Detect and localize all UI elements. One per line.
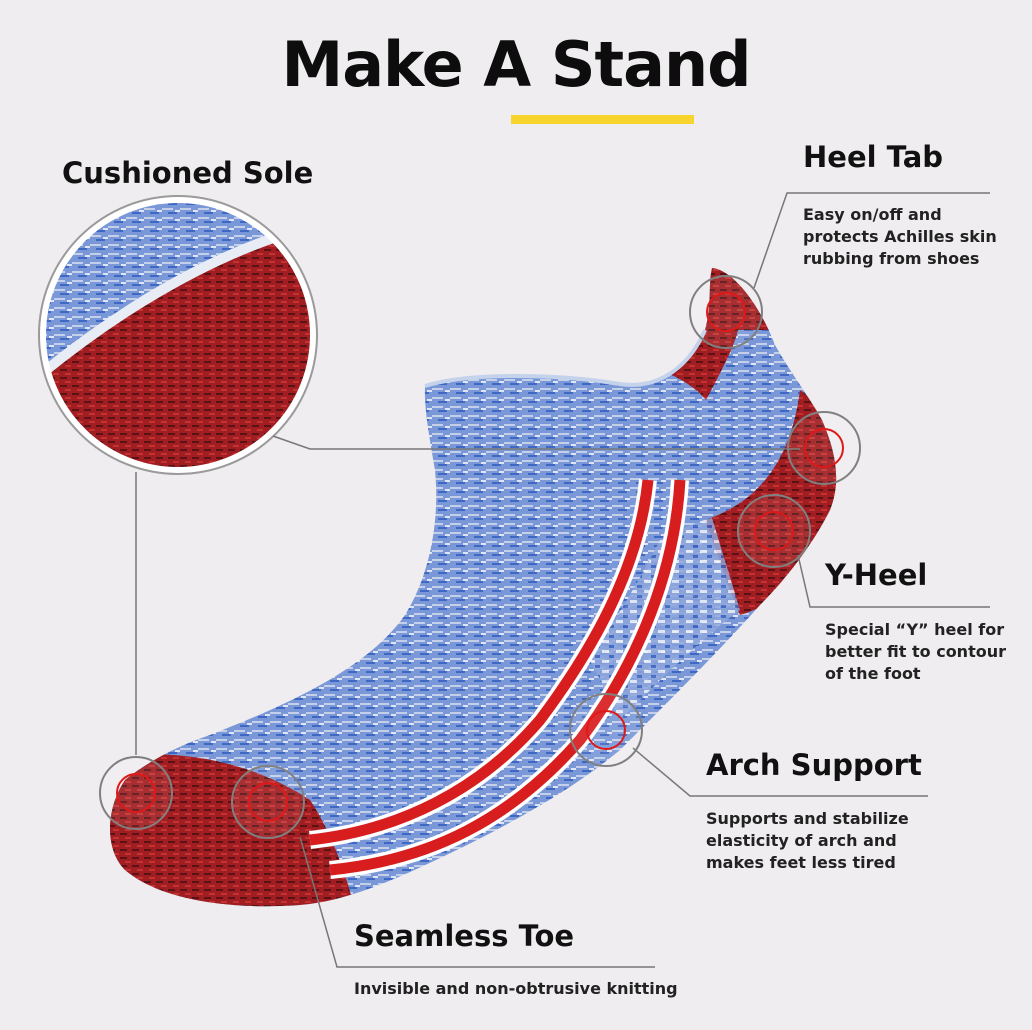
y-heel-marker: [737, 494, 811, 568]
arch-support-description: Supports and stabilize elasticity of arc…: [706, 809, 909, 872]
cushioned-sole-leader: [272, 435, 800, 450]
y-heel-leader: [797, 554, 990, 608]
arch-support-title: Arch Support: [706, 748, 922, 782]
y-heel-title: Y-Heel: [825, 558, 928, 592]
title-underline: [511, 115, 694, 124]
y-heel-description: Special “Y” heel for better fit to conto…: [825, 620, 1006, 683]
leader-lines: [135, 192, 990, 968]
heel-tab-title: Heel Tab: [803, 140, 944, 174]
heel-marker: [787, 411, 861, 485]
seamless-toe-leader: [299, 836, 655, 968]
arch-support-marker: [569, 693, 643, 767]
heel-tab-marker: [689, 275, 763, 349]
seamless-toe-description: Invisible and non-obtrusive knitting: [354, 979, 678, 998]
page-title: Make A Stand: [281, 28, 752, 101]
seamless-toe-title: Seamless Toe: [354, 919, 575, 953]
heel-tab-description: Easy on/off and protects Achilles skin r…: [803, 205, 997, 268]
cushioned-sole-magnifier: [38, 195, 318, 475]
sole-marker: [99, 756, 173, 830]
markers: [99, 275, 861, 839]
heel-tab-leader: [753, 192, 990, 289]
seamless-toe-marker: [231, 765, 305, 839]
arch-support-leader: [632, 747, 928, 797]
cushioned-sole-title: Cushioned Sole: [62, 156, 314, 190]
